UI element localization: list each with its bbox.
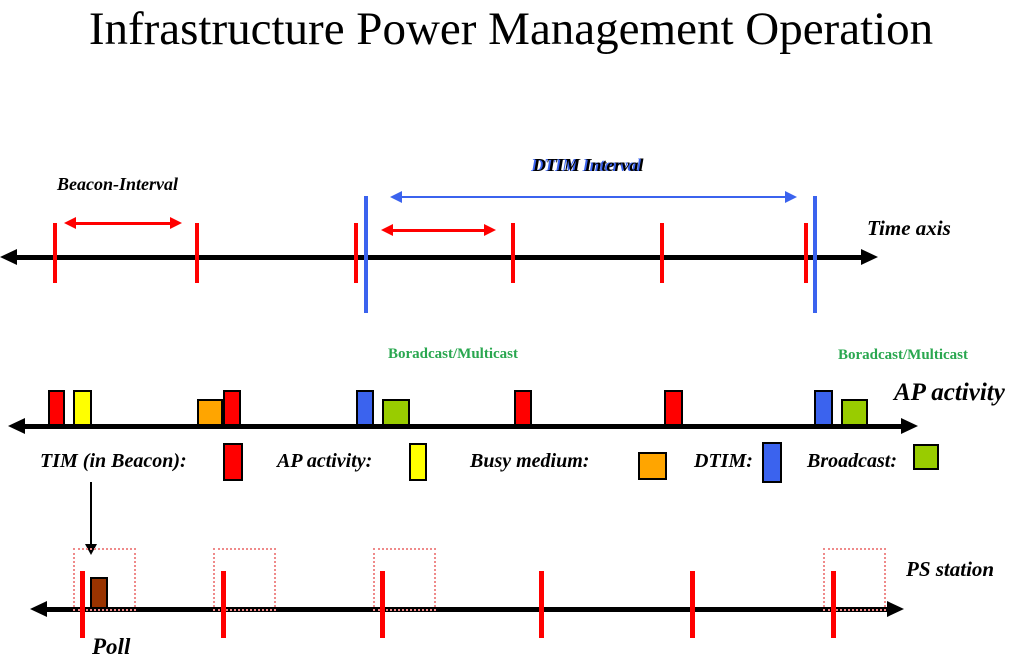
beacon-tick: [511, 223, 515, 283]
legend-label-dtim: DTIM:: [694, 450, 753, 472]
dtim-marker-line: [813, 196, 817, 313]
time-axis-line: [0, 249, 878, 265]
beacon-interval-arrow-2: [381, 224, 496, 236]
ps-station-axis-line: [30, 601, 904, 617]
ap-bar-dtim: [814, 390, 833, 426]
broadcast-multicast-label-1: Boradcast/Multicast: [388, 346, 518, 362]
wake-window-box: [73, 548, 136, 611]
beacon-tick: [660, 223, 664, 283]
ps-beacon-tick: [380, 571, 385, 638]
beacon-tick: [804, 223, 808, 283]
legend-label-tim: TIM (in Beacon):: [40, 450, 187, 472]
ap-activity-label: AP activity: [894, 379, 1005, 406]
legend-swatch-dtim: [762, 442, 782, 483]
ap-bar-broadcast: [841, 399, 868, 426]
time-axis-label: Time axis: [867, 216, 951, 240]
legend-swatch-ap-activity: [409, 443, 427, 481]
legend-swatch-broadcast: [913, 444, 939, 470]
ps-beacon-tick: [80, 571, 85, 638]
wake-window-box: [373, 548, 436, 611]
poll-label: Poll: [92, 634, 131, 659]
beacon-tick: [354, 223, 358, 283]
ap-bar-tim: [223, 390, 241, 426]
ps-station-label: PS station: [906, 557, 995, 581]
ap-activity-axis-line: [8, 418, 918, 434]
legend-label-broadcast: Broadcast:: [807, 450, 897, 472]
ps-beacon-tick: [690, 571, 695, 638]
page-title: Infrastructure Power Management Operatio…: [88, 3, 934, 55]
broadcast-multicast-label-2: Boradcast/Multicast: [838, 347, 968, 363]
legend-label-ap-activity: AP activity:: [277, 450, 373, 472]
legend-label-busy-medium: Busy medium:: [470, 450, 590, 472]
dtim-marker-line: [364, 196, 368, 313]
wake-window-box: [213, 548, 276, 611]
wake-window-box: [823, 548, 886, 611]
ap-bar-tim: [48, 390, 65, 426]
legend-swatch-busy-medium: [638, 452, 667, 480]
beacon-tick: [195, 223, 199, 283]
poll-frame-bar: [90, 577, 108, 609]
beacon-tick: [53, 223, 57, 283]
beacon-interval-label: Beacon-Interval: [57, 174, 178, 194]
ap-bar-dtim: [356, 390, 374, 426]
tim-to-poll-arrow: [85, 482, 97, 555]
ps-beacon-tick: [221, 571, 226, 638]
ps-beacon-tick: [831, 571, 836, 638]
beacon-interval-arrow: [64, 217, 182, 229]
ap-bar-busy-medium: [197, 399, 223, 426]
dtim-interval-label: DTIM Interval: [533, 155, 644, 175]
ap-bar-tim: [664, 390, 683, 426]
ps-beacon-tick: [539, 571, 544, 638]
legend-swatch-tim: [223, 443, 243, 481]
ap-bar-tim: [514, 390, 532, 426]
ap-bar-broadcast: [382, 399, 410, 426]
ap-bar-ap-activity: [73, 390, 92, 426]
dtim-interval-arrow: [390, 191, 797, 203]
